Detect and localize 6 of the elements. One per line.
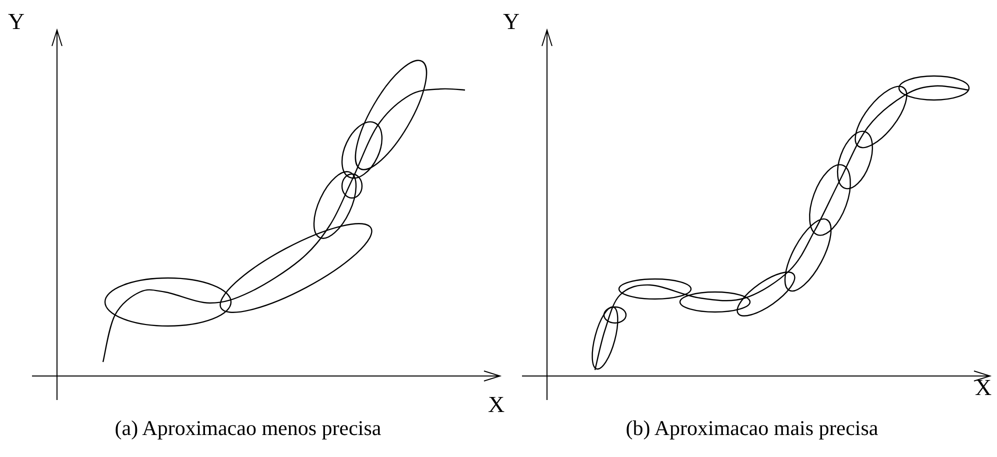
axis-label: Y [503,10,520,33]
caption: (b) Aproximacao mais precisa [626,418,878,439]
axis-label: X [975,376,992,399]
caption: (a) Aproximacao menos precisa [114,418,382,439]
axis-label: Y [8,10,25,33]
axis-label: X [488,393,505,416]
